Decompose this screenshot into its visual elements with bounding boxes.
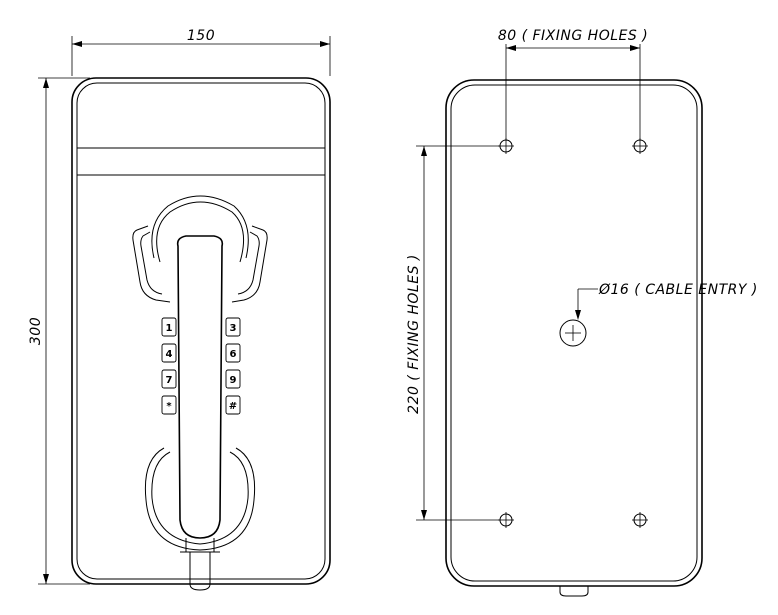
handset	[144, 195, 256, 591]
keypad-key-7: *	[161, 395, 177, 415]
keypad-key-2: 3	[225, 317, 241, 337]
keypad-key-3: 4	[161, 343, 177, 363]
cable-entry-label: Ø16 ( CABLE ENTRY )	[598, 282, 758, 298]
rear-bottom-nub	[559, 586, 589, 597]
vertical-fixing-dimension: 220 ( FIXING HOLES )	[406, 145, 500, 521]
keypad-key-label: 9	[230, 375, 237, 386]
keypad-key-label: 1	[166, 323, 173, 334]
vertical-fixing-label: 220 ( FIXING HOLES )	[406, 254, 422, 414]
width-label: 150	[187, 28, 215, 44]
keypad-key-4: 6	[225, 343, 241, 363]
keypad-key-5: 7	[161, 369, 177, 389]
height-label: 300	[28, 317, 44, 345]
fixing-hole-top-left	[498, 138, 514, 154]
rear-casing-inner	[450, 84, 698, 582]
keypad: 1 3 4 6 7 9 * #	[161, 317, 241, 415]
keypad-key-label: #	[229, 401, 237, 412]
keypad-key-label: 7	[166, 375, 173, 386]
horizontal-fixing-label: 80 ( FIXING HOLES )	[498, 28, 648, 44]
fixing-hole-top-right	[632, 138, 648, 154]
fixing-hole-bottom-right	[632, 512, 648, 528]
fixing-hole-bottom-left	[498, 512, 514, 528]
keypad-key-label: 6	[230, 349, 237, 360]
horizontal-fixing-dimension: 80 ( FIXING HOLES )	[498, 28, 648, 140]
keypad-key-label: 3	[230, 323, 237, 334]
keypad-key-1: 1	[161, 317, 177, 337]
cable-entry-hole	[559, 319, 587, 347]
keypad-key-8: #	[225, 395, 241, 415]
width-dimension: 150	[71, 28, 331, 76]
rear-casing-outer	[445, 79, 703, 587]
keypad-key-label: 4	[166, 349, 173, 360]
handset-cradle	[132, 225, 268, 303]
keypad-key-6: 9	[225, 369, 241, 389]
cable-entry-leader: Ø16 ( CABLE ENTRY )	[575, 282, 758, 320]
keypad-key-label: *	[166, 401, 172, 412]
front-casing-inner	[76, 82, 326, 580]
height-dimension: 300	[28, 77, 90, 585]
front-view: 150 300 1 3 4 6 7 9 * #	[28, 28, 331, 591]
rear-view: 80 ( FIXING HOLES ) 220 ( FIXING HOLES )…	[406, 28, 758, 597]
front-casing-outer	[71, 77, 331, 585]
